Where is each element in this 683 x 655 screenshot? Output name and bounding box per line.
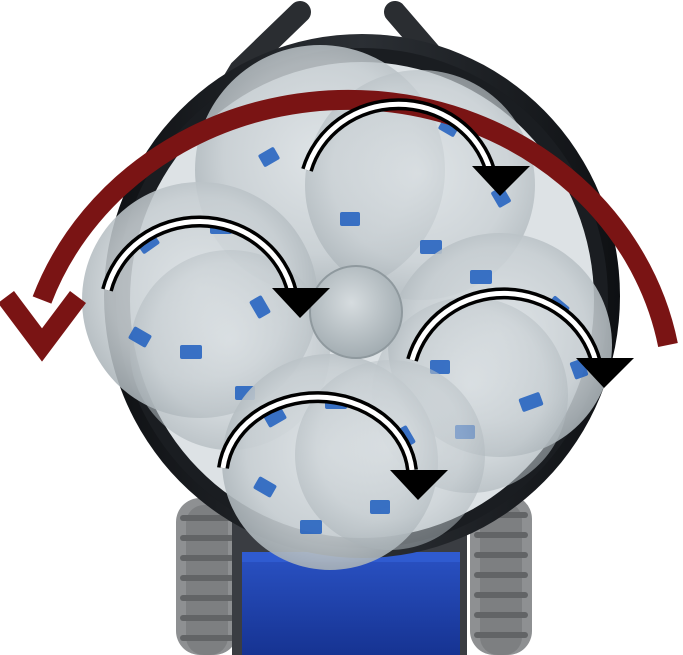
left-wheel <box>176 498 238 655</box>
center-hub <box>310 266 402 358</box>
